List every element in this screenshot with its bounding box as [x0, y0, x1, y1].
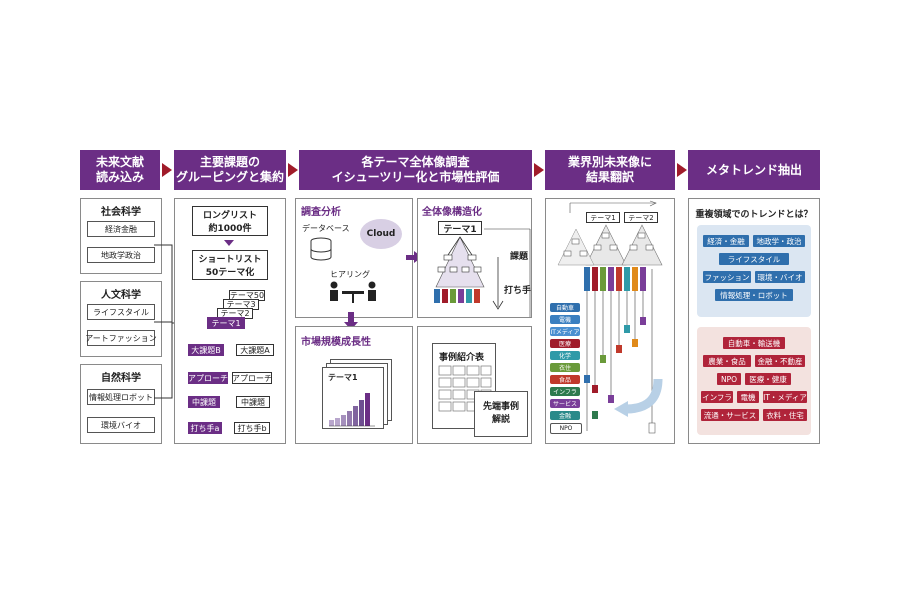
- industry-tag: サービス: [550, 399, 580, 408]
- header-reading: 未来文献読み込み: [80, 150, 160, 190]
- theme-label: テーマ2: [624, 212, 658, 223]
- flow-arrow-4: [677, 163, 687, 177]
- right-arrow-body: [406, 255, 416, 260]
- growth-bars-icon: [329, 393, 375, 427]
- trend-tag: 経済・金融: [703, 235, 749, 247]
- theme-box: テーマ1: [438, 221, 482, 235]
- sub-issue-box: 中課題: [236, 396, 270, 408]
- survey-panel: 調査分析 データベース Cloud ヒアリング: [295, 198, 413, 318]
- industry-tag: 電機: [550, 315, 580, 324]
- chart-card-front: テーマ1: [322, 367, 384, 429]
- market-panel: 市場規模成長性 テーマ1: [295, 326, 413, 444]
- longlist-box: ロングリスト約1000件: [192, 206, 268, 236]
- group-humanities: 人文科学 ライフスタイル アートファッション: [80, 281, 162, 357]
- header-grouping: 主要課題のグルーピングと集約: [174, 150, 286, 190]
- trend-tag: 医療・健康: [745, 373, 791, 385]
- database-label: データベース: [302, 224, 350, 233]
- case-panel: 事例紹介表 先端事例解説: [417, 326, 532, 444]
- structure-title: 全体像構造化: [422, 207, 482, 218]
- trend-tag: IT・メディア: [763, 391, 807, 403]
- industry-tag: 金融: [550, 411, 580, 420]
- source-chip: 情報処理ロボット: [87, 389, 155, 405]
- trend-tag: 衣料・住宅: [763, 409, 807, 421]
- group-title: 人文科学: [101, 290, 141, 301]
- industry-tag: 自動車: [550, 303, 580, 312]
- group-social-science: 社会科学 経済金融 地政学政治: [80, 198, 162, 274]
- flow-arrow-1: [162, 163, 172, 177]
- industry-tag: 衣住: [550, 363, 580, 372]
- trend-tag: 農業・食品: [703, 355, 751, 367]
- trend-tag: 自動車・輸送機: [723, 337, 785, 349]
- industry-tag: ITメディア: [550, 327, 580, 336]
- industry-tag: インフラ: [550, 387, 580, 396]
- metatrend-panel: 重複領域でのトレンドとは？ 経済・金融 地政学・政治 ライフスタイル ファッショ…: [688, 198, 820, 444]
- hearing-label: ヒアリング: [330, 270, 370, 279]
- trend-tag: 電機: [737, 391, 759, 403]
- source-chip: 経済金融: [87, 221, 155, 237]
- measure-box: 打ち手b: [234, 422, 270, 434]
- trend-red-area: 自動車・輸送機 農業・食品 金融・不動産 NPO 医療・健康 インフラ 電機 I…: [697, 327, 811, 435]
- chart-theme-label: テーマ1: [328, 373, 358, 382]
- theme-label: テーマ1: [586, 212, 620, 223]
- metatrend-question: 重複領域でのトレンドとは？: [695, 210, 813, 220]
- issue-tree-icon: [434, 228, 531, 317]
- flow-arrow-2: [288, 163, 298, 177]
- flow-arrow-3: [534, 163, 544, 177]
- trend-tag: 情報処理・ロボット: [715, 289, 793, 301]
- database-icon: [310, 237, 332, 261]
- trend-tag: インフラ: [701, 391, 733, 403]
- issue-box: 大課題B: [188, 344, 224, 356]
- trend-tag: NPO: [717, 373, 741, 385]
- meeting-icon: [330, 281, 376, 303]
- trend-tag: 流通・サービス: [701, 409, 759, 421]
- industry-panel: テーマ1 テーマ2: [545, 198, 675, 444]
- trend-tag: 金融・不動産: [755, 355, 805, 367]
- approach-box: アプローチ: [232, 372, 272, 384]
- industry-tree-icon: [557, 200, 663, 434]
- down-arrow-icon: [224, 240, 234, 246]
- industry-tag: NPO: [550, 423, 582, 434]
- trend-tag: ファッション: [703, 271, 751, 283]
- group-title: 自然科学: [101, 373, 141, 384]
- theme-card-selected: テーマ1: [207, 317, 245, 329]
- source-chip: ライフスタイル: [87, 304, 155, 320]
- approach-box: アプローチ: [188, 372, 228, 384]
- measure-box: 打ち手a: [188, 422, 222, 434]
- down-arrow-body: [348, 312, 354, 324]
- source-chip: 地政学政治: [87, 247, 155, 263]
- group-title: 社会科学: [101, 207, 141, 218]
- source-chip: アートファッション: [85, 330, 157, 346]
- source-chip: 環境バイオ: [87, 417, 155, 433]
- issue-label: 課題: [510, 252, 529, 262]
- survey-title: 調査分析: [301, 207, 341, 218]
- header-industry-future: 業界別未来像に結果翻訳: [545, 150, 675, 190]
- structure-panel: 全体像構造化 テーマ1 課題 打ち手: [417, 198, 532, 318]
- case-table-label: 事例紹介表: [439, 353, 485, 363]
- industry-tag: 食品: [550, 375, 580, 384]
- industry-legend: 自動車 電機 ITメディア 医療 化学 衣住 食品 インフラ サービス 金融 N…: [550, 303, 582, 437]
- trend-tag: ライフスタイル: [719, 253, 789, 265]
- header-theme-survey: 各テーマ全体像調査イシューツリー化と市場性評価: [299, 150, 532, 190]
- group-natural-science: 自然科学 情報処理ロボット 環境バイオ: [80, 364, 162, 444]
- sub-issue-box: 中課題: [188, 396, 220, 408]
- cloud-icon: Cloud: [360, 219, 402, 249]
- industry-tag: 化学: [550, 351, 580, 360]
- advanced-case-card: 先端事例解説: [474, 391, 528, 437]
- trend-tag: 地政学・政治: [753, 235, 805, 247]
- industry-tag: 医療: [550, 339, 580, 348]
- trend-tag: 環境・バイオ: [755, 271, 805, 283]
- market-title: 市場規模成長性: [301, 337, 371, 348]
- header-metatrend: メタトレンド抽出: [688, 150, 820, 190]
- measure-label: 打ち手: [504, 286, 532, 296]
- trend-blue-area: 経済・金融 地政学・政治 ライフスタイル ファッション 環境・バイオ 情報処理・…: [697, 225, 811, 317]
- issue-box: 大課題A: [236, 344, 274, 356]
